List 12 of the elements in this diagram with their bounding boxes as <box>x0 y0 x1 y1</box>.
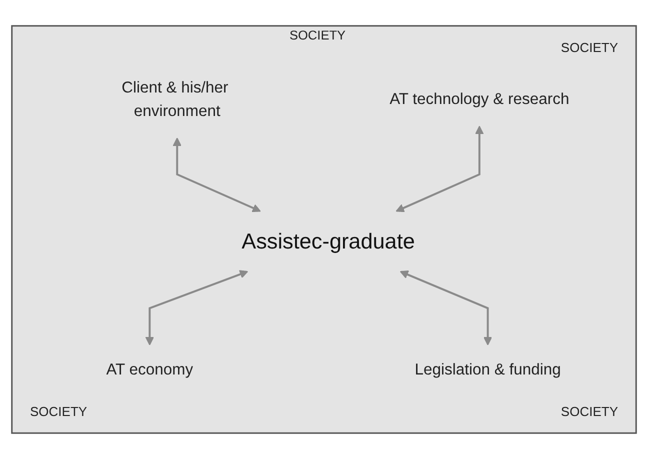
node-text: Legislation & funding <box>414 362 561 379</box>
society-label: SOCIETY <box>30 404 88 419</box>
arrow <box>396 126 484 212</box>
society-label: SOCIETY <box>560 404 618 419</box>
node-text: AT technology & research <box>390 91 570 108</box>
node-text: Client & his/her environment <box>122 79 228 120</box>
arrow <box>400 270 492 346</box>
node-text: AT economy <box>106 362 194 379</box>
society-label: SOCIETY <box>560 40 618 55</box>
arrow <box>145 270 248 346</box>
node-text: Assistec-graduate <box>242 229 415 254</box>
arrow <box>172 138 261 212</box>
